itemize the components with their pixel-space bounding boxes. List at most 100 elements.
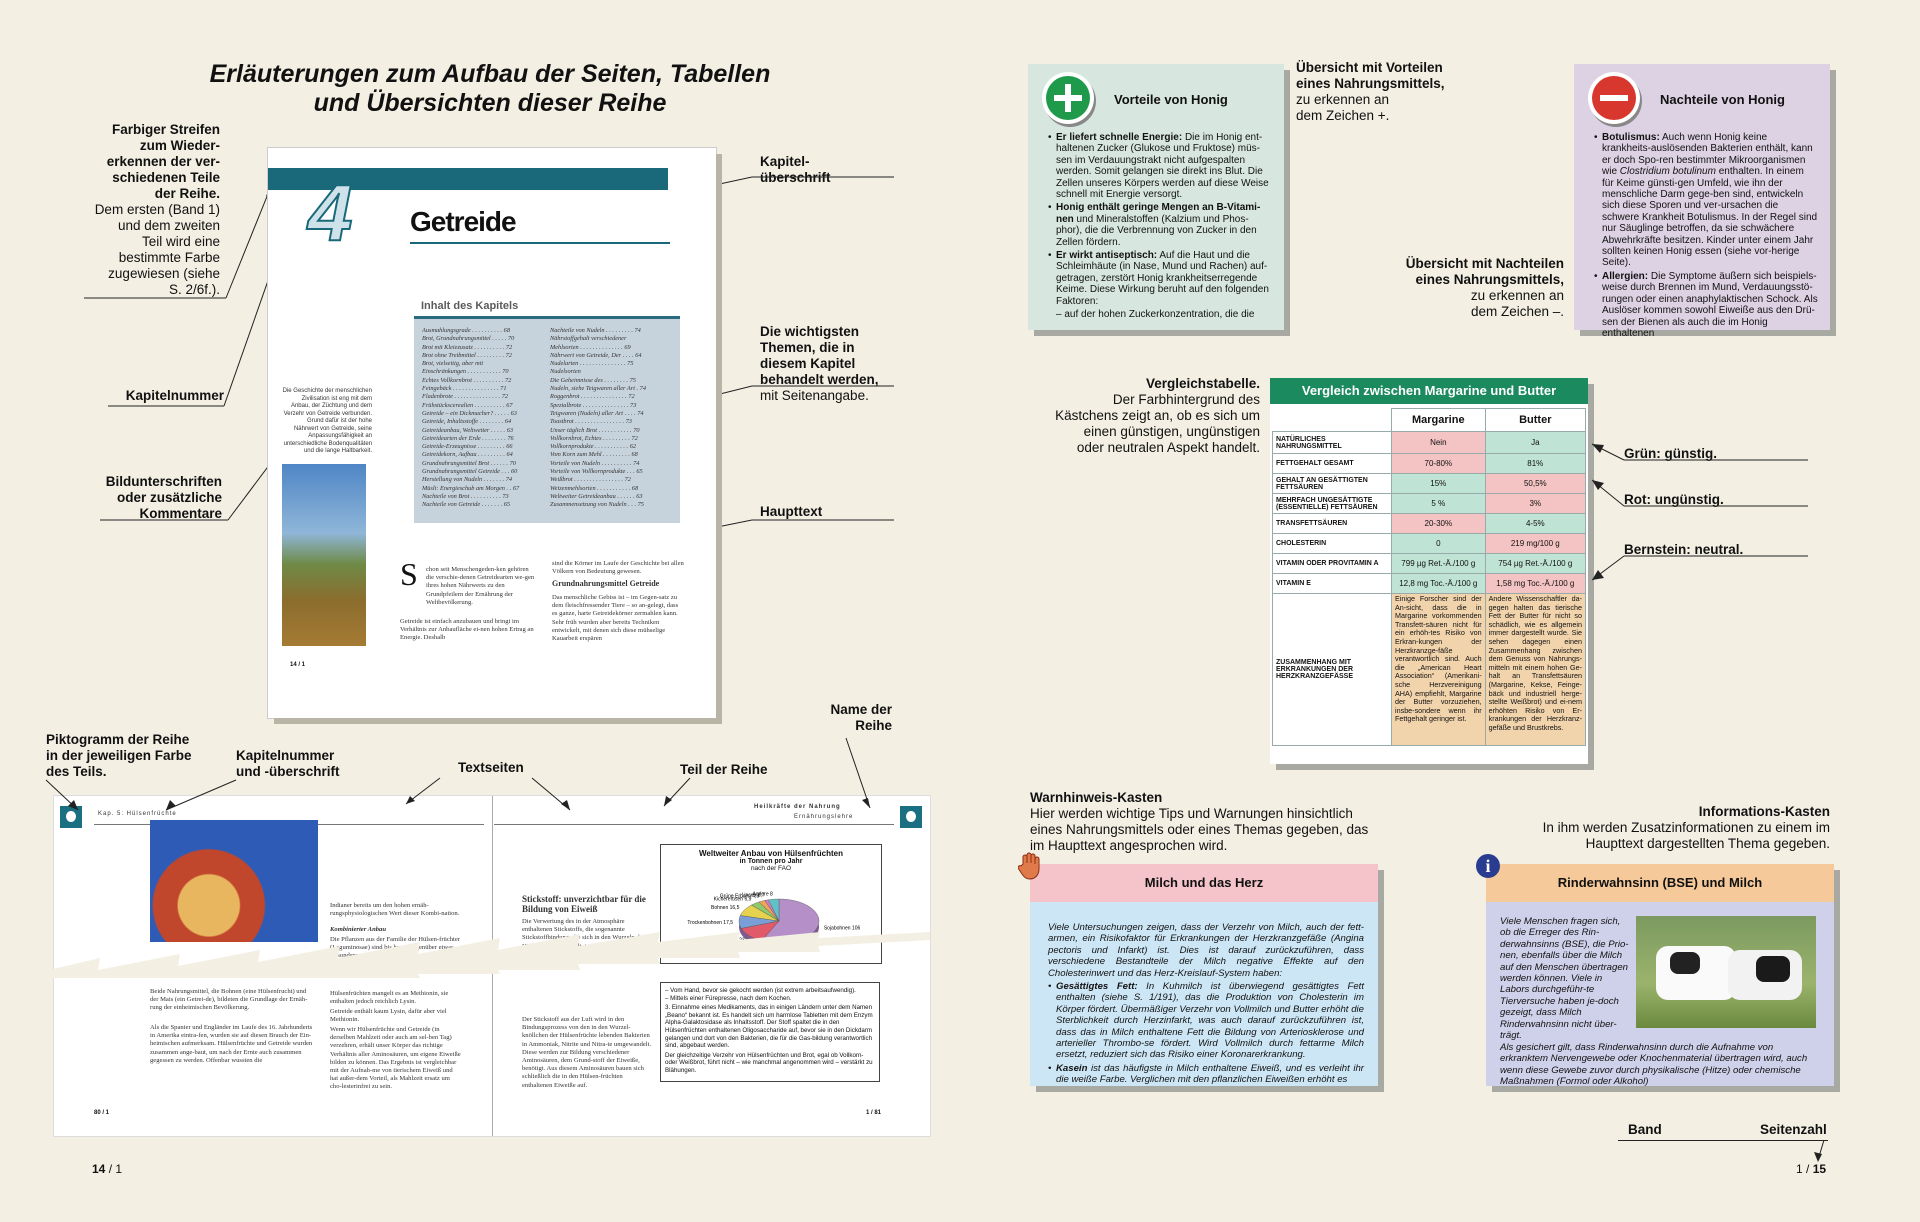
note-textseiten: Textseiten [458, 760, 524, 775]
note-haupttext: Haupttext [760, 504, 823, 519]
running-head-left: Kap. 5: Hülsenfrüchte [98, 811, 177, 817]
note-wichtigsten-themen: Die wichtigsten Themen, die in diesem Ka… [760, 324, 879, 403]
nachteile-box: Nachteile von Honig Botulismus: Auch wen… [1574, 64, 1830, 339]
spread-p1: Indianer bereits um den hohen ernäh-rung… [330, 902, 460, 918]
page-number: 14 / 1 [290, 662, 306, 668]
note-band: Band [1628, 1122, 1662, 1137]
annotation-arrows-bottom [45, 737, 871, 811]
pie-label: Bohnen 16,5 [711, 905, 740, 911]
note-warnhinweis: Warnhinweis-Kasten Hier werden wichtige … [1030, 790, 1369, 853]
hand-warning-icon [1017, 852, 1042, 880]
image-caption: Die Geschichte der menschlichen Zivilisa… [282, 388, 372, 454]
table-grid: Margarine Butter Natürliches Nahrungsmit… [1272, 408, 1587, 746]
list-box: – Vom Hand, bevor sie gekocht werden (is… [660, 982, 880, 1082]
warn-box: Milch und das Herz Viele Untersuchungen … [1030, 864, 1378, 1086]
pie-label: Andere 8 [752, 891, 773, 897]
note-farbiger-streifen: Farbiger Streifen zum Wieder- erkennen d… [94, 122, 220, 297]
warn-body: Viele Untersuchungen zeigen, dass der Ve… [1048, 922, 1364, 1086]
minus-icon [1592, 76, 1636, 120]
note-gruen: Grün: günstig. [1624, 446, 1717, 461]
pie-label: Sojabohnen 106 [824, 925, 861, 931]
sample-page-mock: 4 Getreide Inhalt des Kapitels Ausmahlun… [268, 148, 716, 718]
note-kapitelnummer: Kapitelnummer [125, 388, 224, 403]
annotation-arrows-table [1591, 443, 1808, 581]
spread-heading-2: Stickstoff: unverzichtbar für die Bildun… [522, 894, 646, 914]
col-header-butter: Butter [1484, 408, 1587, 432]
chart-subtitle-1: in Tonnen pro Jahr [739, 858, 803, 865]
note-rot: Rot: ungünstig. [1624, 492, 1724, 507]
table-title: Vergleich zwischen Margarine und Butter [1270, 378, 1588, 404]
beans-photo [150, 820, 318, 942]
note-bildunterschriften: Bildunterschriften oder zusätzliche Komm… [105, 474, 222, 521]
annotation-arrow-pagenum [1814, 1139, 1825, 1162]
page-title: Erläuterungen zum Aufbau der Seiten, Tab… [209, 60, 771, 117]
chart-subtitle-2: nach der FAO [750, 865, 792, 872]
table-row: Zusammenhang mit Erkrankungen der Herzkr… [1272, 593, 1587, 746]
sample-spread: Kap. 5: Hülsenfrüchte Heilkräfte der Nah… [54, 796, 930, 1136]
note-seitenzahl: Seitenzahl [1760, 1122, 1827, 1137]
vorteile-body: Er liefert schnelle Energie: Die im Honi… [1048, 132, 1272, 321]
table-row: Fettgehalt gesamt70-80%81% [1272, 453, 1587, 474]
note-informationskasten: Informations-Kasten In ihm werden Zusatz… [1542, 804, 1830, 851]
page-number-right: 1 / 15 [1796, 1162, 1827, 1176]
tear-strip [40, 932, 930, 978]
nachteile-body: Botulismus: Auch wenn Honig keine krankh… [1594, 132, 1818, 341]
vorteile-box: Vorteile von Honig Er liefert schnelle E… [1028, 64, 1284, 330]
table-row: Cholesterin0219 mg/100 g [1272, 533, 1587, 554]
info-title: Rinderwahnsinn (BSE) und Milch [1486, 864, 1834, 902]
nachteile-title: Nachteile von Honig [1660, 92, 1785, 107]
chapter-title-rule [410, 242, 670, 244]
body-col2-heading: Grundnahrungsmittel Getreide [552, 579, 660, 588]
chapter-number: 4 [307, 168, 354, 257]
pie-label: Kichererbsen 6,9 [714, 897, 752, 903]
chart-title: Weltweiter Anbau von Hülsenfrüchten [698, 849, 843, 858]
running-head-part: Ernährungslehre [794, 814, 854, 820]
body-col1-b: Getreide ist einfach anzubauen und bring… [400, 618, 534, 642]
toc-heading: Inhalt des Kapitels [421, 300, 519, 312]
col-header-margarine: Margarine [1391, 408, 1486, 432]
note-nachteile: Übersicht mit Nachteilen eines Nahrungsm… [1405, 256, 1564, 319]
color-stripe [268, 168, 668, 190]
apple-pictogram-icon [900, 806, 922, 828]
spread-p4: Als die Spanier und Engländer im Laufe d… [150, 1024, 313, 1064]
wheat-field-photo [282, 464, 366, 646]
page-number-left: 14 / 1 [92, 1162, 123, 1176]
running-head-series: Heilkräfte der Nahrung [754, 804, 841, 810]
info-icon: i [1476, 854, 1500, 878]
spread-p5a: Hülsenfrüchten mangelt es an Methionin, … [330, 990, 449, 1006]
spread-p6: Wenn wir Hülsenfrüchte und Getreide (in … [330, 1026, 461, 1091]
drop-cap: S [400, 556, 418, 592]
note-vorteile: Übersicht mit Vorteilen eines Nahrungsmi… [1296, 60, 1445, 123]
plus-icon [1046, 76, 1090, 120]
spread-page-left: 80 / 1 [94, 1110, 110, 1116]
spread-p3: Beide Nahrungsmittel, die Bohnen (eine H… [150, 988, 308, 1012]
apple-pictogram-icon [60, 806, 82, 828]
table-row: Mehrfach ungesättigte (essentielle) Fett… [1272, 493, 1587, 514]
spread-p1-heading: Kombinierter Anbau [330, 926, 386, 933]
body-col2-a: sind die Körner im Laufe der Geschichte … [552, 560, 684, 576]
comparison-table: Vergleich zwischen Margarine und Butter … [1270, 378, 1588, 764]
info-body-2: Als gesichert gilt, dass Rinderwahnsinn … [1500, 1042, 1808, 1088]
info-box: Rinderwahnsinn (BSE) und Milch Viele Men… [1486, 864, 1834, 1088]
table-row: Gehalt an gesättigten Fettsäuren15%50,5% [1272, 473, 1587, 494]
body-col1-a: chon seit Menschengeden-ken gehören die … [426, 566, 535, 606]
cows-photo [1636, 916, 1816, 1028]
body-col2-b: Das menschliche Gebiss ist – im Gegen-sa… [552, 594, 679, 643]
table-row: Vitamin E12,8 mg Toc.-Ä./100 g1,58 mg To… [1272, 573, 1587, 594]
spread-q2: Der Stickstoff aus der Luft wird in den … [522, 1016, 652, 1089]
pie-label: Trockenbohnen 17,5 [687, 920, 733, 926]
info-body-1: Viele Menschen fragen sich, ob die Erreg… [1500, 916, 1629, 1042]
spread-p5b: Getreide enthält kaum Lysin, dafür aber … [330, 1008, 447, 1024]
pie-label: Grüne Erbsen 4,8 [720, 894, 760, 900]
note-teil-der-reihe: Teil der Reihe [680, 762, 768, 777]
chapter-title: Getreide [410, 206, 517, 237]
spread-page-right: 1 / 81 [866, 1110, 882, 1116]
toc-column-right: Nachteile von Nudeln . . . . . . . . . 7… [550, 327, 646, 509]
note-bernstein: Bernstein: neutral. [1624, 542, 1744, 557]
pie-slice [767, 898, 780, 922]
